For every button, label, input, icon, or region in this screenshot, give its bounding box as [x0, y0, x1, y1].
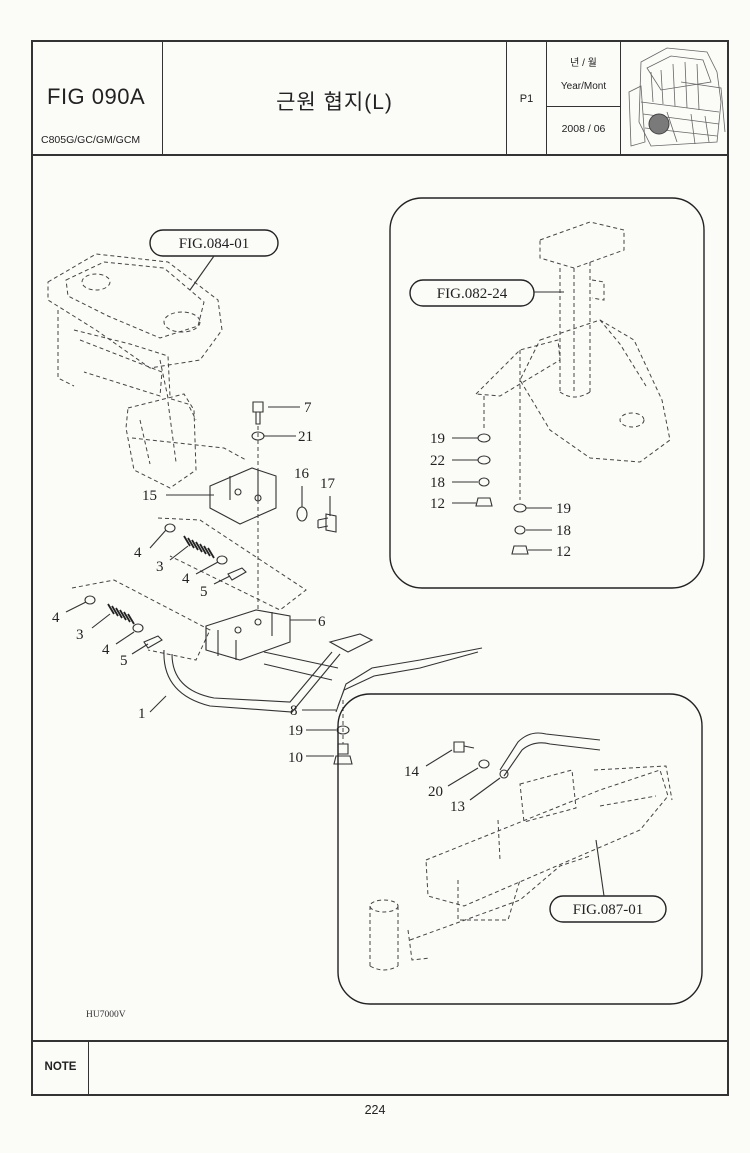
drawing-code: HU7000V: [86, 1010, 126, 1020]
main-part-labels: 7 21 16 17 15 4 3 4 5 6 4 3 4 5 1 8 19 1…: [52, 400, 336, 766]
sheet-frame: FIG 090A C805G/GC/GM/GCM 근원 협지(L) P1 년 /…: [31, 40, 729, 1096]
svg-text:14: 14: [404, 764, 420, 780]
sheet-page: P1: [519, 93, 534, 105]
page-number: 224: [364, 1103, 386, 1117]
svg-text:12: 12: [430, 496, 445, 512]
svg-text:6: 6: [318, 614, 326, 630]
svg-text:19: 19: [556, 501, 571, 517]
title-cell: 근원 협지(L): [163, 42, 507, 154]
issue-date: 2008 / 06: [561, 123, 606, 135]
bolt-10: [333, 743, 353, 765]
washer-19: [336, 725, 350, 735]
spring-set-upper: [157, 517, 307, 611]
year-month-korean: 년 / 월: [570, 58, 597, 69]
svg-text:16: 16: [294, 466, 310, 482]
note-row: NOTE: [33, 1040, 727, 1094]
svg-text:18: 18: [430, 475, 445, 491]
svg-text:12: 12: [556, 544, 571, 560]
title-block: FIG 090A C805G/GC/GM/GCM 근원 협지(L) P1 년 /…: [33, 42, 727, 156]
svg-text:13: 13: [450, 799, 465, 815]
svg-text:FIG.084-01: FIG.084-01: [179, 236, 249, 252]
svg-text:4: 4: [52, 610, 60, 626]
thumbnail-cell: [621, 42, 727, 154]
svg-text:4: 4: [102, 642, 110, 658]
wire-8: [335, 647, 483, 713]
svg-text:15: 15: [142, 488, 157, 504]
svg-text:1: 1: [138, 706, 146, 722]
svg-text:18: 18: [556, 523, 571, 539]
svg-text:3: 3: [76, 627, 84, 643]
bolt-17: [317, 513, 337, 533]
svg-text:20: 20: [428, 784, 443, 800]
svg-text:5: 5: [200, 584, 208, 600]
date-cell: 년 / 월 Year/Mont 2008 / 06: [547, 42, 621, 154]
upper-bracket-dashed: [47, 253, 247, 489]
svg-text:22: 22: [430, 453, 445, 469]
tine-1: [163, 633, 374, 713]
callout-fig084: FIG.084-01: [149, 229, 279, 291]
plate-6: [205, 609, 291, 661]
washer-16: [296, 506, 308, 522]
svg-text:4: 4: [134, 545, 142, 561]
date-divider: [547, 106, 620, 107]
bolt-7: [252, 401, 264, 425]
svg-text:3: 3: [156, 559, 164, 575]
svg-text:8: 8: [290, 703, 298, 719]
fig-cell: FIG 090A C805G/GC/GM/GCM: [33, 42, 163, 154]
svg-text:17: 17: [320, 476, 336, 492]
svg-text:FIG.082-24: FIG.082-24: [437, 286, 508, 302]
inset-top: FIG.082-24 19 22 18 12 19 18 12: [389, 197, 705, 589]
combine-harvester-icon: [628, 47, 726, 147]
bracket-15: [209, 467, 277, 525]
svg-text:FIG.087-01: FIG.087-01: [573, 902, 643, 918]
svg-text:5: 5: [120, 653, 128, 669]
inset-bottom: 14 20 13 FIG.087-01: [337, 693, 703, 1005]
svg-text:19: 19: [430, 431, 445, 447]
note-label: NOTE: [33, 1042, 89, 1094]
model-code: C805G/GC/GM/GCM: [41, 134, 141, 146]
svg-text:4: 4: [182, 571, 190, 587]
year-month-label: Year/Mont: [560, 81, 607, 92]
page-cell: P1: [507, 42, 547, 154]
spring-set-lower: [71, 579, 211, 661]
svg-text:19: 19: [288, 723, 303, 739]
svg-text:7: 7: [304, 400, 312, 416]
page-title: 근원 협지(L): [276, 91, 393, 114]
fig-number: FIG 090A: [47, 84, 146, 109]
svg-text:10: 10: [288, 750, 303, 766]
svg-text:21: 21: [298, 429, 313, 445]
